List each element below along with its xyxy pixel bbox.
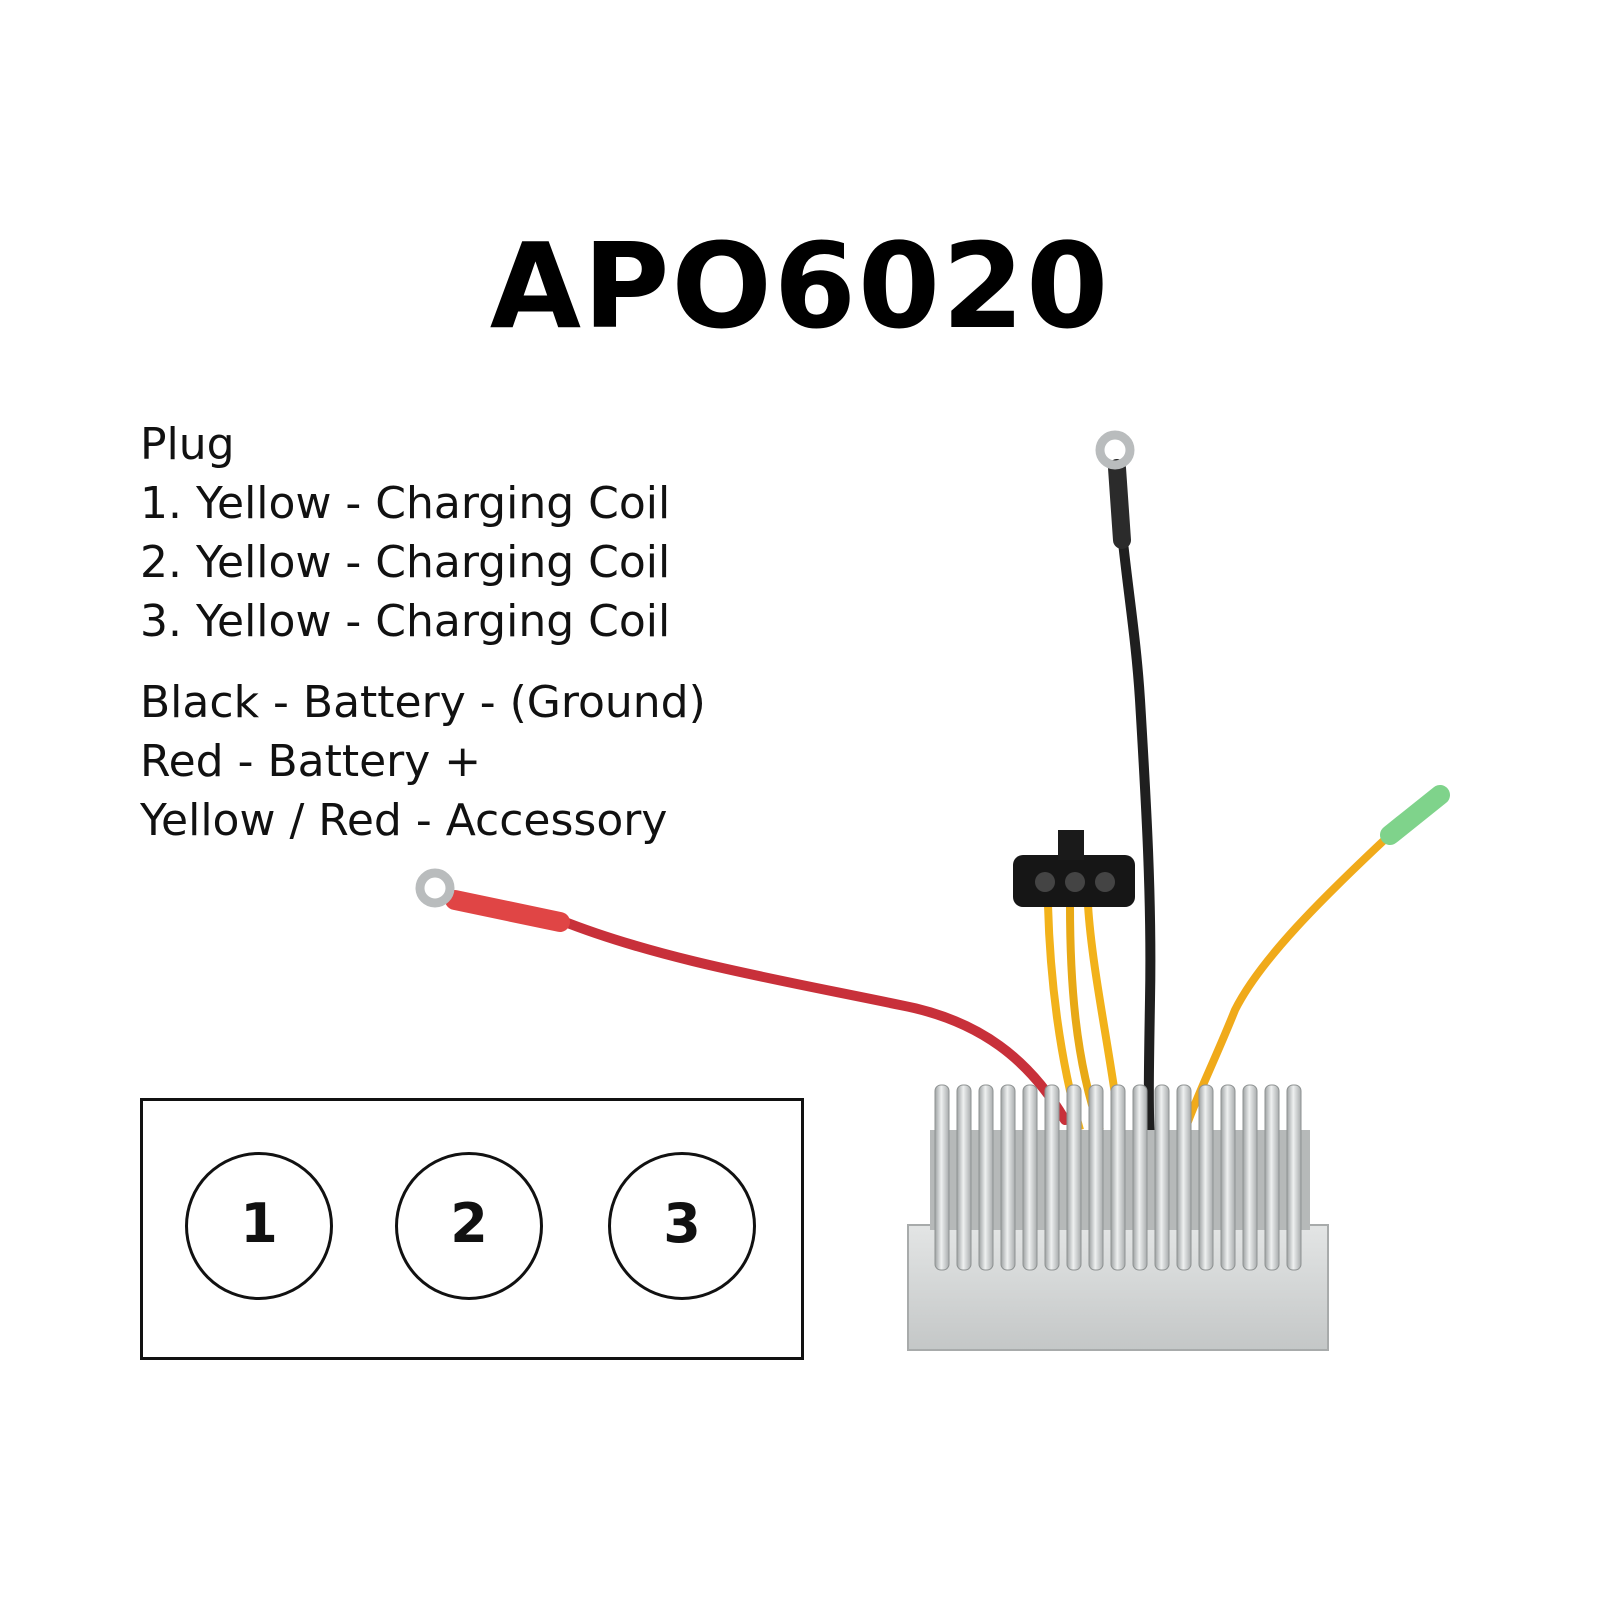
heatsink-fin — [1066, 1084, 1082, 1271]
heatsink-fin — [978, 1084, 994, 1271]
heatsink-fin — [1242, 1084, 1258, 1271]
legend-item-plug-wire-3: 3. Yellow - Charging Coil — [140, 596, 671, 647]
heatsink-fin — [1264, 1084, 1280, 1271]
heatsink-fins — [934, 1084, 1302, 1271]
red-battery-wire — [415, 868, 1070, 1125]
accessory-wire — [1181, 785, 1450, 1134]
heatsink — [907, 1084, 1329, 1351]
red-ring-terminal — [415, 868, 455, 908]
heatsink-fin — [1198, 1084, 1214, 1271]
heatsink-fin — [1088, 1084, 1104, 1271]
heatsink-fin — [1022, 1084, 1038, 1271]
heatsink-fin — [1154, 1084, 1170, 1271]
legend-item-red-wire: Red - Battery + — [140, 736, 482, 787]
black-ground-wire — [1095, 430, 1156, 1145]
heatsink-fin — [1132, 1084, 1148, 1271]
legend-item-accessory-wire: Yellow / Red - Accessory — [140, 795, 668, 846]
heatsink-fin — [956, 1084, 972, 1271]
plug-pin-3: 3 — [608, 1152, 756, 1300]
legend-item-plug-wire-1: 1. Yellow - Charging Coil — [140, 478, 671, 529]
heatsink-fin — [1176, 1084, 1192, 1271]
plug-pin-1: 1 — [185, 1152, 333, 1300]
plug-pinout-diagram — [140, 1098, 804, 1360]
heatsink-fin — [1220, 1084, 1236, 1271]
heatsink-fin — [1110, 1084, 1126, 1271]
plug-connector — [1013, 830, 1135, 907]
heatsink-fin — [1000, 1084, 1016, 1271]
plug-pin-2: 2 — [395, 1152, 543, 1300]
wire-legend: Plug 1. Yellow - Charging Coil 2. Yellow… — [140, 415, 706, 850]
heatsink-fin — [1286, 1084, 1302, 1271]
part-number-title: APO6020 — [489, 217, 1111, 355]
black-ring-terminal — [1095, 430, 1135, 470]
legend-item-plug-wire-2: 2. Yellow - Charging Coil — [140, 537, 671, 588]
heatsink-fin — [1044, 1084, 1060, 1271]
plug-heading: Plug — [140, 419, 235, 470]
heatsink-fin — [934, 1084, 950, 1271]
accessory-green-sleeve — [1380, 785, 1450, 845]
legend-item-black-wire: Black - Battery - (Ground) — [140, 677, 706, 728]
